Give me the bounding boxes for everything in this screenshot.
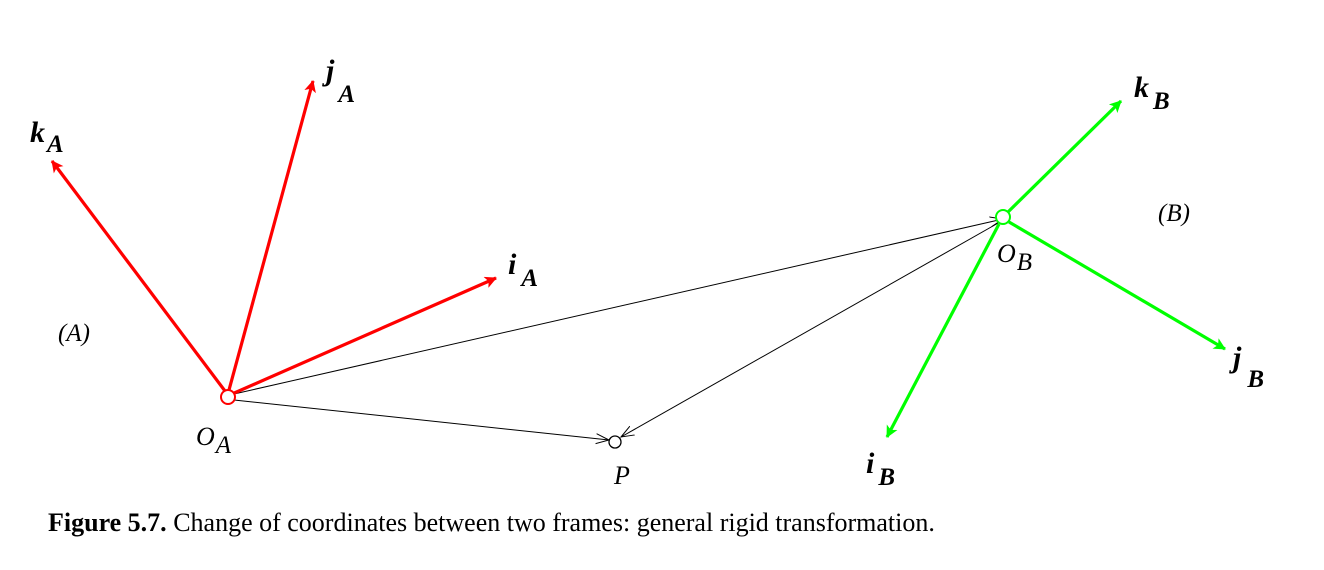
label-j-a: jA <box>322 54 355 108</box>
vector-ob-p <box>621 221 1001 437</box>
figure-number: Figure 5.7. <box>48 508 167 537</box>
vector-oa-ob <box>233 219 1003 395</box>
label-k-a: kA <box>30 116 64 158</box>
label-origin-a: OA <box>196 422 232 459</box>
point-p-marker <box>608 435 622 449</box>
figure-caption-text: Change of coordinates between two frames… <box>173 508 935 537</box>
vector-oa-p <box>233 399 609 440</box>
origin-b-marker <box>995 209 1011 225</box>
axis-k-b <box>1006 99 1123 214</box>
frame-b-name: (B) <box>1158 200 1190 227</box>
label-j-b: jB <box>1229 341 1264 393</box>
figure-caption: Figure 5.7. Change of coordinates betwee… <box>48 508 1308 538</box>
axis-i-b <box>885 223 1001 438</box>
label-origin-b: OB <box>997 239 1032 276</box>
axis-k-a <box>50 160 227 392</box>
origin-a-marker <box>220 389 236 405</box>
frame-a-name: (A) <box>58 320 90 347</box>
axis-i-a <box>231 276 497 396</box>
label-point-p: P <box>613 461 630 490</box>
axis-j-b <box>1008 220 1226 351</box>
axis-j-a <box>227 80 316 391</box>
